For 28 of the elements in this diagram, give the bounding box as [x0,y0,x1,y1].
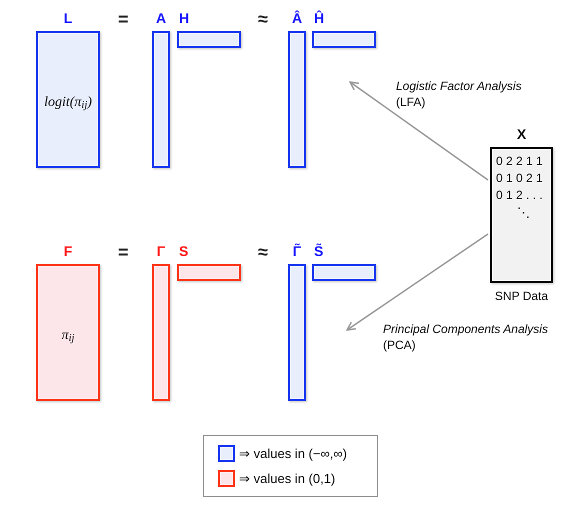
matrix-label: S [179,242,188,260]
matrix-formula: logit(π$_{ij}$) [43,94,93,113]
matrix-label: Γ̃ [292,242,302,260]
matrix-label: H [179,9,190,27]
operator-sign: ≈ [258,241,268,263]
matrix-label: A [156,9,166,27]
matrix-label: Ĥ [314,9,324,27]
matrix-formula: π$_{ij}$ [60,326,76,346]
operator-sign: ≈ [258,8,268,30]
matrix-label: L [64,9,72,27]
matrix-label: Γ [156,242,166,260]
matrix-label: Â [292,9,302,27]
matrix-label: F [64,242,72,260]
arrow [349,81,488,181]
matrix-row-text: 0 1 2 . . . [496,187,544,204]
legend-text: ⇒ values in (0,1) [239,470,336,488]
operator-sign: = [118,241,129,263]
legend-text: ⇒ values in (−∞,∞) [239,445,347,463]
operator-sign: = [118,8,129,30]
edge-label: Principal Components Analysis (PCA) [383,321,549,353]
matrix-row-text: 0 1 0 2 1 [496,170,544,187]
edge-label: Logistic Factor Analysis (LFA) [396,78,523,110]
ellipsis-dots: ⋱ [517,204,530,222]
matrix-row-text: 0 2 2 1 1 [496,153,544,170]
matrix-label: S̃ [314,242,324,260]
matrix-label: X [516,125,526,143]
matrix-caption: SNP Data [494,288,550,305]
arrow [346,233,488,331]
